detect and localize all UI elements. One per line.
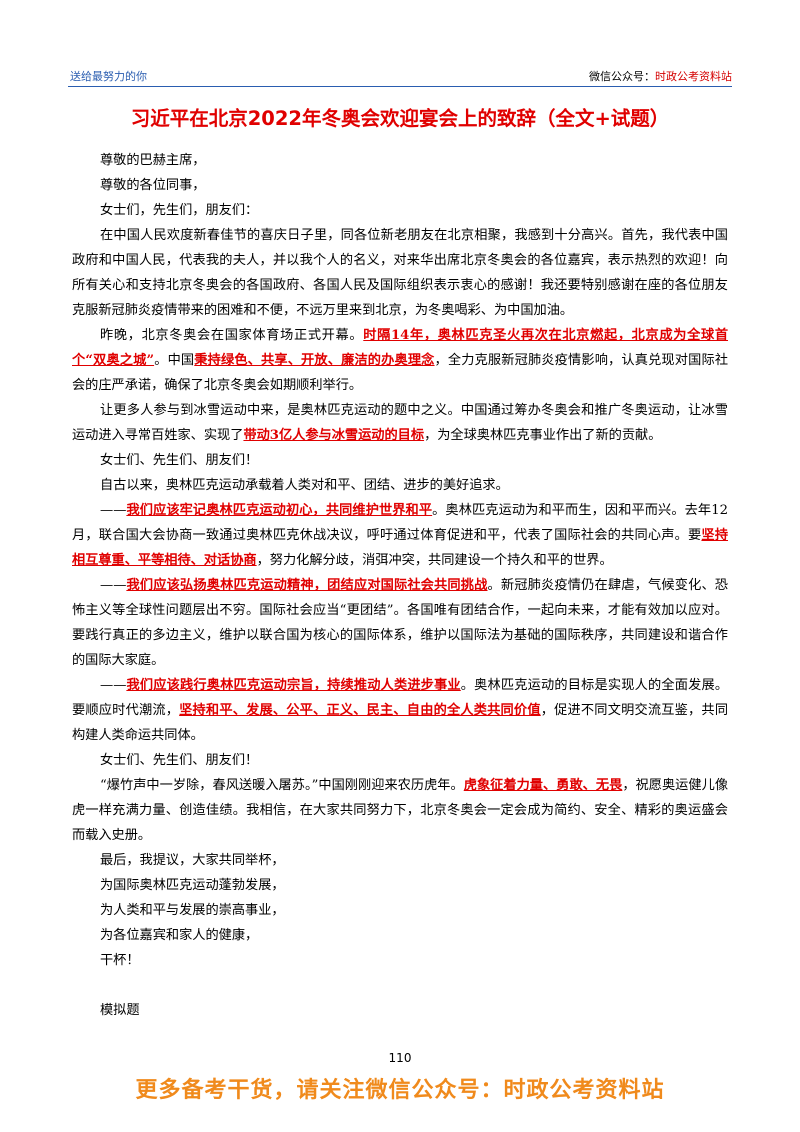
paragraph-2-text-c: 。中国 [154, 353, 195, 368]
header-account-name: 时政公考资料站 [655, 70, 732, 83]
toast-line-3: 为人类和平与发展的崇高事业， [100, 903, 285, 918]
highlight-human-progress: 我们应该践行奥林匹克运动宗旨，持续推动人类进步事业 [126, 678, 461, 693]
highlight-world-peace: 我们应该牢记奥林匹克运动初心，共同维护世界和平 [126, 503, 433, 518]
paragraph-1: 在中国人民欢度新春佳节的喜庆日子里，同各位新老朋友在北京相聚，我感到十分高兴。首… [72, 228, 728, 318]
paragraph-8: ——我们应该践行奥林匹克运动宗旨，持续推动人类进步事业。奥林匹克运动的目标是实现… [72, 673, 728, 748]
spacer [72, 973, 728, 998]
salutation-1: 尊敬的巴赫主席， [100, 153, 206, 168]
paragraph-2-text-a: 昨晚，北京冬奥会在国家体育场正式开幕。 [100, 328, 364, 343]
highlight-double-olympic-city: 时隔14年，奥林匹克圣火再次在北京燃起，北京成为全球首个“双奥之城” [72, 328, 729, 368]
highlight-common-values: 坚持和平、发展、公平、正义、民主、自由的全人类共同价值 [179, 703, 541, 718]
paragraph-3: 让更多人参与到冰雪运动中来，是奥林匹克运动的题中之义。中国通过筹办冬奥会和推广冬… [72, 398, 728, 448]
highlight-mutual-respect: 坚持相互尊重、平等相待、对话协商 [72, 528, 729, 568]
highlight-green-concept: 秉持绿色、共享、开放、廉洁的办奥理念 [194, 353, 435, 368]
highlight-olympic-spirit: 我们应该弘扬奥林匹克运动精神，团结应对国际社会共同挑战 [126, 578, 488, 593]
dash: —— [100, 578, 127, 593]
paragraph-5: 自古以来，奥林匹克运动承载着人类对和平、团结、进步的美好追求。 [100, 478, 509, 493]
header-left-slogan: 送给最努力的你 [70, 70, 147, 83]
header-divider [68, 86, 732, 87]
toast-line-4: 为各位嘉宾和家人的健康， [100, 928, 259, 943]
paragraph-4: 女士们、先生们、朋友们！ [100, 453, 259, 468]
header-right: 微信公众号：时政公考资料站 [589, 68, 732, 84]
paragraph-10-text-c: ，祝愿奥运健儿像虎一样充满力量、创造佳绩。我相信，在大家共同努力下，北京冬奥会一… [72, 778, 729, 843]
paragraph-8-text-e: ，促进不同文明交流互鉴，共同构建人类命运共同体。 [72, 703, 729, 743]
highlight-300-million-goal: 带动3亿人参与冰雪运动的目标 [243, 428, 425, 443]
toast-line-5: 干杯！ [100, 953, 140, 968]
document-body: 尊敬的巴赫主席， 尊敬的各位同事， 女士们，先生们，朋友们： 在中国人民欢度新春… [72, 148, 728, 1023]
paragraph-10: “爆竹声中一岁除，春风送暖入屠苏。”中国刚刚迎来农历虎年。虎象征着力量、勇敢、无… [72, 773, 728, 848]
dash: —— [100, 678, 127, 693]
paragraph-6: ——我们应该牢记奥林匹克运动初心，共同维护世界和平。奥林匹克运动为和平而生，因和… [72, 498, 728, 573]
paragraph-6-text-e: ，努力化解分歧，消弭冲突，共同建设一个持久和平的世界。 [256, 553, 613, 568]
paragraph-9: 女士们、先生们、朋友们！ [100, 753, 259, 768]
page-title: 习近平在北京2022年冬奥会欢迎宴会上的致辞（全文+试题） [130, 107, 670, 130]
paragraph-8-text-c: 。奥林匹克运动的目标是实现人的全面发展。要顺应时代潮流， [72, 678, 729, 718]
header-right-prefix: 微信公众号： [589, 70, 655, 83]
paragraph-2: 昨晚，北京冬奥会在国家体育场正式开幕。时隔14年，奥林匹克圣火再次在北京燃起，北… [72, 323, 728, 398]
toast-line-2: 为国际奥林匹克运动蓬勃发展， [100, 878, 285, 893]
page-number: 110 [388, 1051, 412, 1065]
dash: —— [100, 503, 127, 518]
toast-line-1: 最后，我提议，大家共同举杯， [100, 853, 285, 868]
paragraph-6-text-c: 。奥林匹克运动为和平而生，因和平而兴。去年12月，联合国大会协商一致通过奥林匹克… [72, 503, 729, 543]
salutation-3: 女士们，先生们，朋友们： [100, 203, 259, 218]
footer-banner: 更多备考干货，请关注微信公众号：时政公考资料站 [135, 1078, 665, 1103]
paragraph-7-text-c: 。新冠肺炎疫情仍在肆虐，气候变化、恐怖主义等全球性问题层出不穷。国际社会应当“更… [72, 578, 728, 668]
paragraph-3-text-a: 让更多人参与到冰雪运动中来，是奥林匹克运动的题中之义。中国通过筹办冬奥会和推广冬… [72, 403, 728, 443]
highlight-tiger-symbol: 虎象征着力量、勇敢、无畏 [463, 778, 623, 793]
salutation-2: 尊敬的各位同事， [100, 178, 206, 193]
section-heading: 模拟题 [100, 1003, 140, 1018]
paragraph-10-text-a: “爆竹声中一岁除，春风送暖入屠苏。”中国刚刚迎来农历虎年。 [100, 778, 464, 793]
paragraph-2-text-e: ，全力克服新冠肺炎疫情影响，认真兑现对国际社会的庄严承诺，确保了北京冬奥会如期顺… [72, 353, 729, 393]
paragraph-3-text-c: ，为全球奥林匹克事业作出了新的贡献。 [424, 428, 662, 443]
paragraph-7: ——我们应该弘扬奥林匹克运动精神，团结应对国际社会共同挑战。新冠肺炎疫情仍在肆虐… [72, 573, 728, 673]
